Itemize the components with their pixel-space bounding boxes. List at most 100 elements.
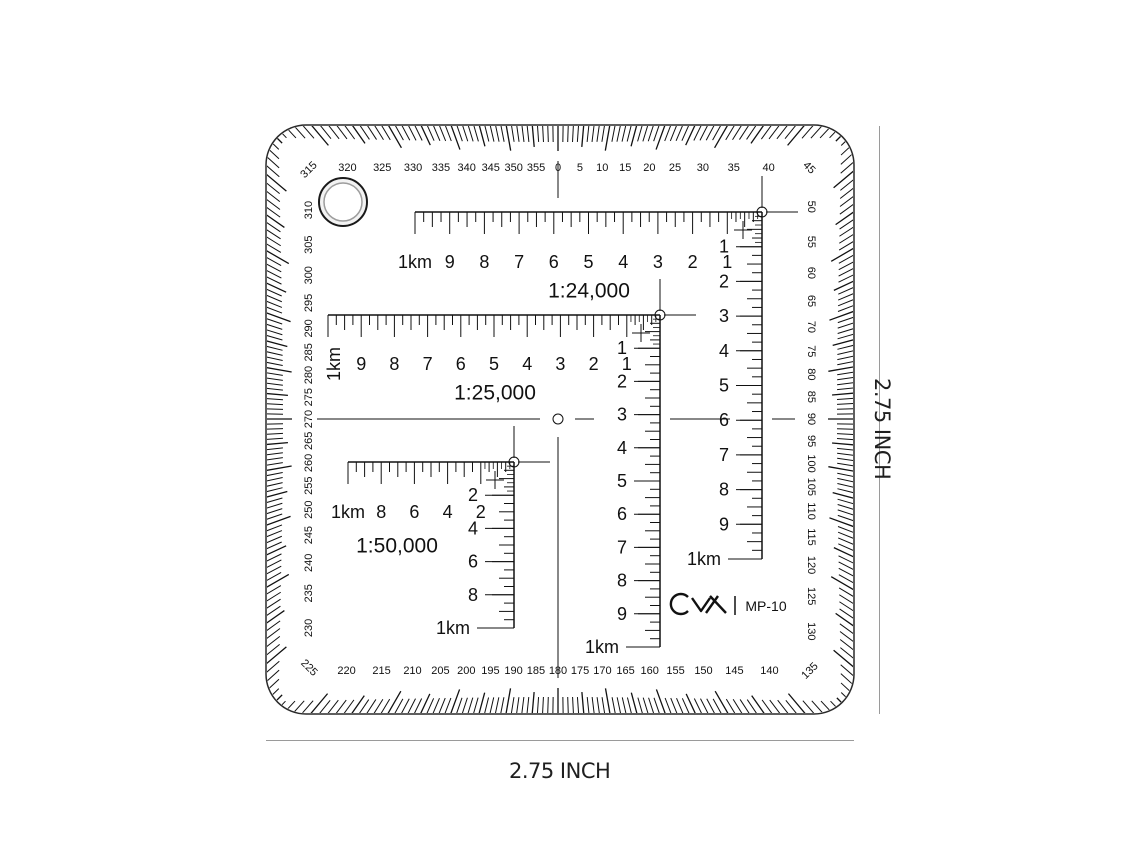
degree-tick	[267, 545, 287, 566]
degree-tick	[838, 587, 853, 610]
degree-tick	[837, 514, 853, 529]
degree-tick	[829, 517, 853, 535]
degree-tick	[681, 126, 699, 141]
scale-horizontal-label: 3	[653, 252, 663, 272]
degree-tick	[353, 126, 377, 140]
degree-tick	[267, 441, 288, 447]
degree-label: 305	[303, 235, 315, 253]
degree-tick	[267, 126, 297, 139]
degree-tick	[830, 576, 853, 603]
degree-tick	[787, 126, 822, 146]
degree-tick	[267, 572, 282, 593]
degree-tick	[840, 162, 853, 191]
degree-tick	[311, 699, 339, 713]
degree-tick	[832, 491, 853, 505]
degree-tick	[267, 165, 280, 194]
degree-tick	[837, 477, 853, 487]
degree-label: 240	[303, 554, 315, 572]
degree-tick	[552, 696, 554, 713]
degree-tick	[368, 698, 391, 713]
degree-tick	[472, 692, 486, 713]
degree-ring	[267, 126, 853, 713]
degree-label: 25	[669, 162, 681, 174]
degree-tick	[473, 126, 486, 147]
degree-label: 80	[805, 368, 817, 380]
degree-label: 100	[805, 454, 817, 472]
degree-label: 10	[596, 162, 608, 174]
degree-tick	[732, 699, 756, 713]
degree-tick	[274, 126, 306, 139]
degree-tick	[417, 698, 435, 713]
degree-tick	[404, 126, 423, 141]
degree-tick	[267, 137, 280, 169]
width-dimension-line	[266, 740, 854, 741]
degree-tick	[283, 700, 314, 713]
degree-label: 90	[805, 413, 817, 425]
degree-tick	[642, 697, 655, 713]
scale-vertical-label: 5	[719, 376, 729, 396]
degree-tick	[442, 689, 461, 713]
degree-tick	[267, 215, 281, 240]
degree-label: 205	[431, 665, 449, 677]
degree-tick	[839, 221, 853, 244]
degree-tick	[267, 208, 281, 233]
degree-tick	[567, 126, 570, 143]
degree-tick	[637, 126, 649, 142]
degree-tick	[267, 513, 283, 527]
degree-tick	[267, 610, 285, 638]
degree-tick	[353, 699, 377, 713]
scale-vertical-label: 1	[617, 338, 627, 358]
degree-label: 250	[303, 500, 315, 518]
degree-tick	[601, 697, 609, 713]
degree-tick	[267, 298, 283, 314]
degree-tick	[267, 126, 280, 150]
degree-tick	[293, 693, 329, 713]
degree-tick	[267, 413, 284, 415]
degree-tick	[833, 153, 853, 189]
degree-label: 280	[303, 366, 315, 384]
degree-label: 335	[432, 162, 450, 174]
degree-label: 115	[805, 528, 817, 546]
degree-tick	[819, 126, 852, 139]
degree-label: 295	[303, 294, 315, 312]
degree-label: 235	[303, 584, 315, 602]
degree-tick	[449, 697, 463, 713]
degree-tick	[787, 693, 823, 713]
degree-label: 340	[457, 162, 475, 174]
degree-label: 145	[725, 665, 743, 677]
degree-tick	[274, 700, 305, 713]
degree-label: 150	[694, 665, 712, 677]
scale-horizontal-label: 7	[514, 252, 524, 272]
degree-tick	[836, 433, 853, 437]
degree-tick	[267, 482, 283, 492]
scale-vertical-label: 8	[468, 585, 478, 605]
degree-tick	[839, 189, 853, 215]
degree-label: 220	[337, 665, 355, 677]
degree-tick	[430, 126, 447, 142]
degree-tick	[368, 126, 391, 141]
degree-label: 70	[805, 321, 817, 333]
logo-c-stroke	[669, 592, 689, 616]
degree-tick	[267, 147, 280, 178]
degree-tick	[839, 180, 853, 207]
degree-tick	[760, 126, 787, 140]
degree-tick	[267, 688, 280, 713]
degree-label: 330	[404, 162, 422, 174]
degree-tick	[837, 483, 853, 493]
degree-tick	[267, 465, 292, 475]
height-dimension-line	[879, 126, 880, 714]
degree-tick	[267, 585, 282, 607]
degree-tick	[461, 697, 474, 713]
degree-tick	[376, 126, 402, 149]
degree-tick	[776, 126, 804, 140]
degree-tick	[267, 472, 283, 481]
degree-tick	[267, 700, 286, 713]
degree-tick	[267, 635, 281, 664]
degree-tick	[267, 200, 285, 228]
degree-tick	[267, 660, 280, 691]
degree-tick	[832, 442, 853, 448]
degree-tick	[693, 126, 712, 141]
degree-tick	[725, 126, 748, 141]
